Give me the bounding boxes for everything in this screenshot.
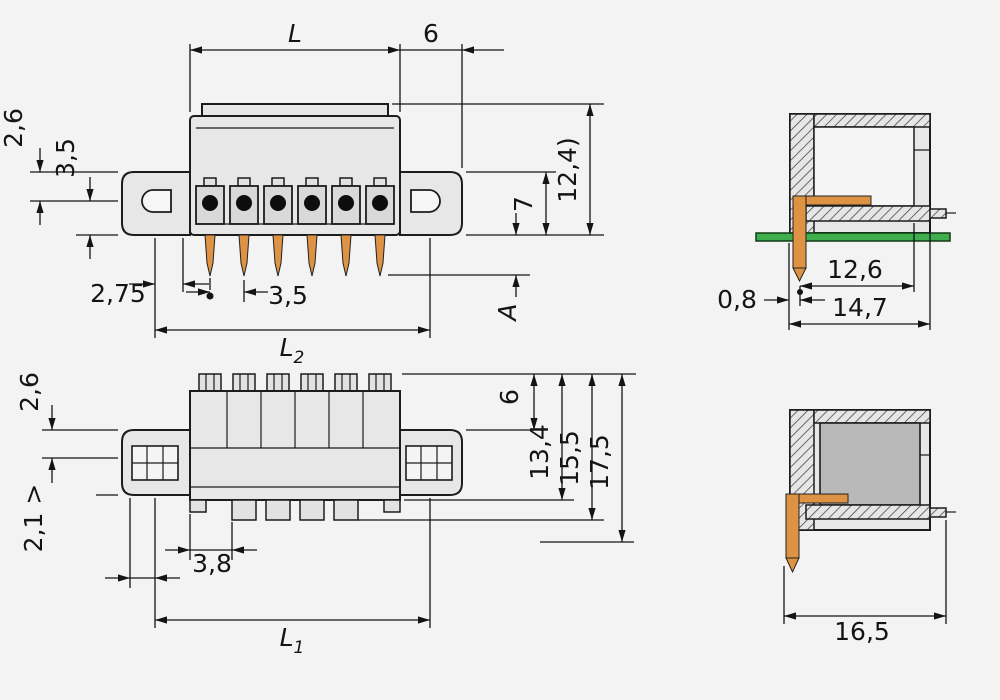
dim-label-12-4: 12,4) [553, 137, 582, 202]
dimension-lines-side-bottom [783, 520, 947, 624]
mounting-slot-right [410, 189, 441, 213]
housing-teeth [198, 373, 392, 392]
dim-label-14-7: 14,7 [832, 293, 888, 322]
dim-label-l1: L1 [280, 623, 305, 658]
housing-top-section [813, 113, 931, 128]
dim-label-pin-pitch: 3,5 [268, 281, 308, 310]
mounting-slot-left [141, 189, 172, 213]
flange-grid-left [131, 445, 179, 481]
view-front-solder-pins: L 6 2,6 3,5 2,75 3,5 L2 12,4) 7 A [0, 19, 604, 368]
thr-solder-pin [792, 195, 872, 295]
flange-grid-right [405, 445, 453, 481]
housing-feet [189, 499, 401, 521]
dim-label-0-8: 0,8 [717, 285, 757, 314]
dim-label-6-bottom: 6 [495, 389, 524, 405]
view-front-female: 2,6 2,1 > 3,8 L1 6 13,4 15,5 17,5 [15, 372, 636, 658]
dim-label-16-5: 16,5 [834, 617, 890, 646]
dimension-lines-front-top [30, 44, 604, 338]
pin-row-section [805, 205, 931, 222]
dim-label-6: 6 [423, 19, 439, 48]
dim-label-2-1: 2,1 > [19, 484, 48, 553]
view-side-thr: 0,8 12,6 14,7 [717, 113, 956, 330]
dim-label-a: A [493, 303, 522, 322]
housing-cavity [813, 126, 915, 207]
dimension-lines-side-top [764, 223, 931, 330]
pin-row-section-bottom [805, 504, 931, 520]
pin-sockets [195, 177, 395, 225]
dim-label-2-6: 2,6 [0, 108, 28, 148]
dim-label-12-6: 12,6 [827, 255, 883, 284]
dim-label-3-8: 3,8 [192, 549, 232, 578]
dim-label-7: 7 [509, 196, 538, 212]
housing-top-section-bottom [813, 409, 931, 424]
dim-label-l2: L2 [280, 333, 305, 368]
dim-label-2-75: 2,75 [90, 279, 146, 308]
pcb-board [755, 232, 951, 242]
view-side-female: 16,5 [783, 409, 956, 646]
dim-label-2-6-bottom: 2,6 [15, 372, 44, 412]
chamber-lines [190, 391, 400, 488]
pin1-reference-dot [206, 292, 214, 300]
thr-solder-pin-bottom [785, 493, 849, 574]
solder-pins [204, 234, 386, 300]
dimension-lines-front-bottom [42, 373, 636, 628]
dim-label-15-5: 15,5 [555, 430, 584, 486]
housing-interior-block [819, 422, 921, 506]
dim-label-17-5: 17,5 [585, 434, 614, 490]
dim-label-length-l: L [288, 19, 302, 48]
dim-label-3-5-side: 3,5 [51, 138, 80, 178]
pin-stub-bottom [929, 507, 947, 518]
dim-label-13-4: 13,4 [525, 424, 554, 480]
pin-stub [929, 208, 947, 219]
